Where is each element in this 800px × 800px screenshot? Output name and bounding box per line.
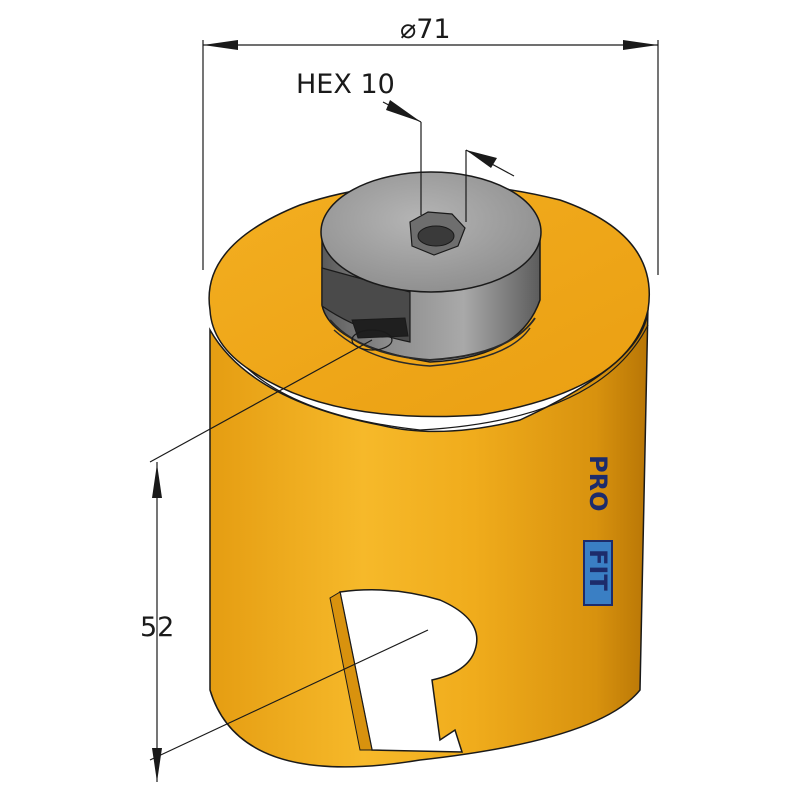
height-arrow-bottom <box>152 748 162 782</box>
pin-hole <box>351 329 393 351</box>
hex-arrow-left <box>386 100 421 122</box>
hex-arrow-right <box>466 150 497 168</box>
center-hub <box>320 171 542 367</box>
height-dimension: 52 <box>140 339 429 782</box>
diameter-dimension: ⌀71 <box>202 14 659 275</box>
hex-dimension: HEX 10 <box>296 69 515 222</box>
brand-text-fit: FIT <box>584 549 612 591</box>
diameter-arrow-left <box>203 40 238 50</box>
diameter-arrow-right <box>623 40 658 50</box>
brand-box <box>583 540 613 606</box>
slot-inner-wall <box>329 591 373 751</box>
height-label: 52 <box>140 612 174 643</box>
side-slot <box>339 589 478 753</box>
brand-text-pro: PRO <box>584 455 612 511</box>
hex-label: HEX 10 <box>296 69 395 100</box>
height-extension-bottom <box>149 629 429 761</box>
height-extension-top <box>149 339 373 463</box>
drive-pin <box>351 317 409 339</box>
diameter-label: ⌀71 <box>400 14 451 45</box>
brand-logo: PRO FIT <box>583 455 613 606</box>
hex-socket-bore <box>417 225 455 247</box>
height-arrow-top <box>152 464 162 498</box>
